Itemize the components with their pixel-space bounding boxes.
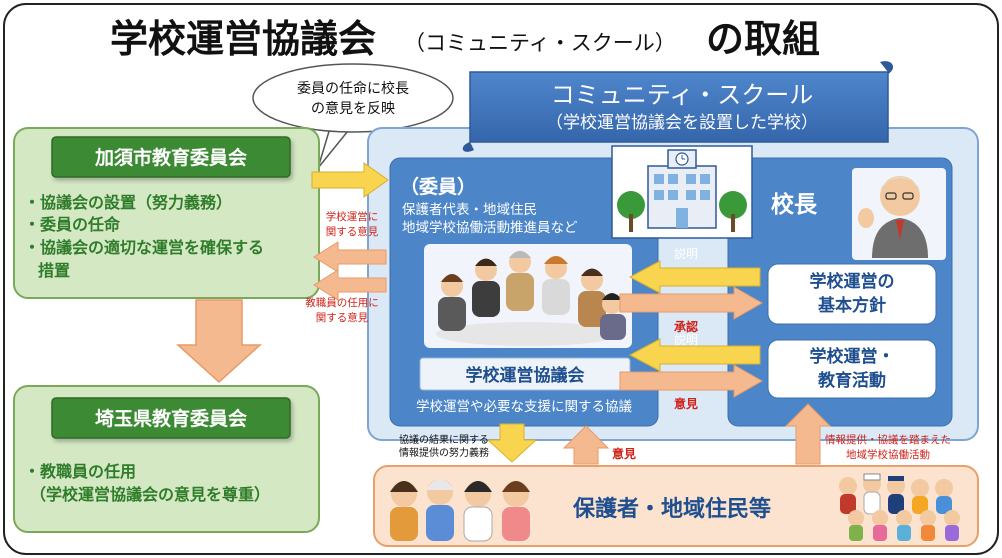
principal-panel: 校長 学校運営の 基本方針 学校運営・ 教育活動 [727,157,953,427]
banner-line1: コミュニティ・スクール [551,81,814,109]
label-explain-2: 説明 [674,332,698,347]
side-opinion2-line1: 教職員の任用に [305,296,379,309]
staff-opinion-arrow [313,269,387,301]
callout-line2: の意見を反映 [311,100,395,117]
kazo-board-box: 加須市教育委員会 ・協議会の設置（努力義務） ・委員の任命 ・協議会の適切な運営… [13,127,320,299]
side-opinion2-line2: 関する意見 [316,311,369,324]
callout-line1: 委員の任命に校長 [297,80,409,97]
council-label: 学校運営協議会 [466,365,585,386]
down-arrow-kazo-to-saitama [176,299,262,384]
callout-bubble: 委員の任命に校長 の意見を反映 [252,63,454,169]
kazo-board-title: 加須市教育委員会 [94,146,247,169]
principal-illustration [852,168,946,260]
community-label: 保護者・地域住民等 [572,496,771,522]
collab-arrow-up [784,403,832,465]
school-building-icon [611,145,753,239]
collab-line1: 情報提供・協議を踏まえた [825,433,951,446]
kazo-item-4: 措置 [38,261,70,280]
info-arrow-down [486,423,538,463]
label-explain-1: 説明 [674,246,698,261]
opinion-arrow-up [562,425,610,465]
committee-line2: 地域学校協働活動推進員など [402,219,578,236]
approve-arrow [619,286,764,320]
policy-line2: 基本方針 [817,295,886,316]
activity-line1: 学校運営・ [810,346,895,367]
title-main: 学校運営協議会 [110,17,376,61]
side-opinion1-line1: 学校運営に [326,210,379,223]
saitama-board-title: 埼玉県教育委員会 [95,407,247,430]
explain-arrow-2 [628,338,761,372]
label-approve: 承認 [674,319,698,334]
label-opinion-right: 意見 [674,396,698,411]
school-banner: コミュニティ・スクール （学校運営協議会を設置した学校） [462,61,894,152]
saitama-item-1: ・教職員の任用 [24,462,136,481]
info-line1: 協議の結果に関する [399,433,489,446]
info-line2: 情報提供の努力義務 [399,446,489,459]
banner-line2: （学校運営協議会を設置した学校） [546,113,818,133]
title-paren: （コミュニティ・スクール） [404,31,676,55]
kazo-item-1: ・協議会の設置（努力義務） [24,193,232,212]
committee-heading: （委員） [400,175,476,198]
community-members-illustration [839,473,960,541]
opinion-arrow-right [619,364,764,398]
kazo-item-3: ・協議会の適切な運営を確保する [24,238,264,257]
meeting-people-illustration [424,244,632,348]
collab-line2: 地域学校協働活動 [846,448,930,461]
committee-line1: 保護者代表・地域住民 [402,202,537,218]
saitama-board-box: 埼玉県教育委員会 ・教職員の任用 （学校運営協議会の意見を尊重） [13,385,320,533]
school-opinion-arrow [313,241,387,273]
side-opinion1-line2: 関する意見 [326,225,379,238]
policy-line1: 学校運営の [810,271,895,292]
appoint-arrow [311,162,389,198]
title-suffix: の取組 [706,17,820,61]
principal-title: 校長 [771,191,818,218]
kazo-item-2: ・委員の任命 [24,215,121,234]
saitama-item-2: （学校運営協議会の意見を尊重） [30,485,270,504]
community-box: 保護者・地域住民等 [373,465,979,547]
committee-footer: 学校運営や必要な支援に関する協議 [416,398,632,415]
activity-line2: 教育活動 [817,370,886,391]
explain-arrow-1 [628,260,761,294]
label-opinion-bottom: 意見 [612,446,636,461]
committee-panel: （委員） 保護者代表・地域住民 地域学校協働活動推進員など 学校運営協議会 学校… [389,157,659,427]
parents-illustration [390,479,530,542]
